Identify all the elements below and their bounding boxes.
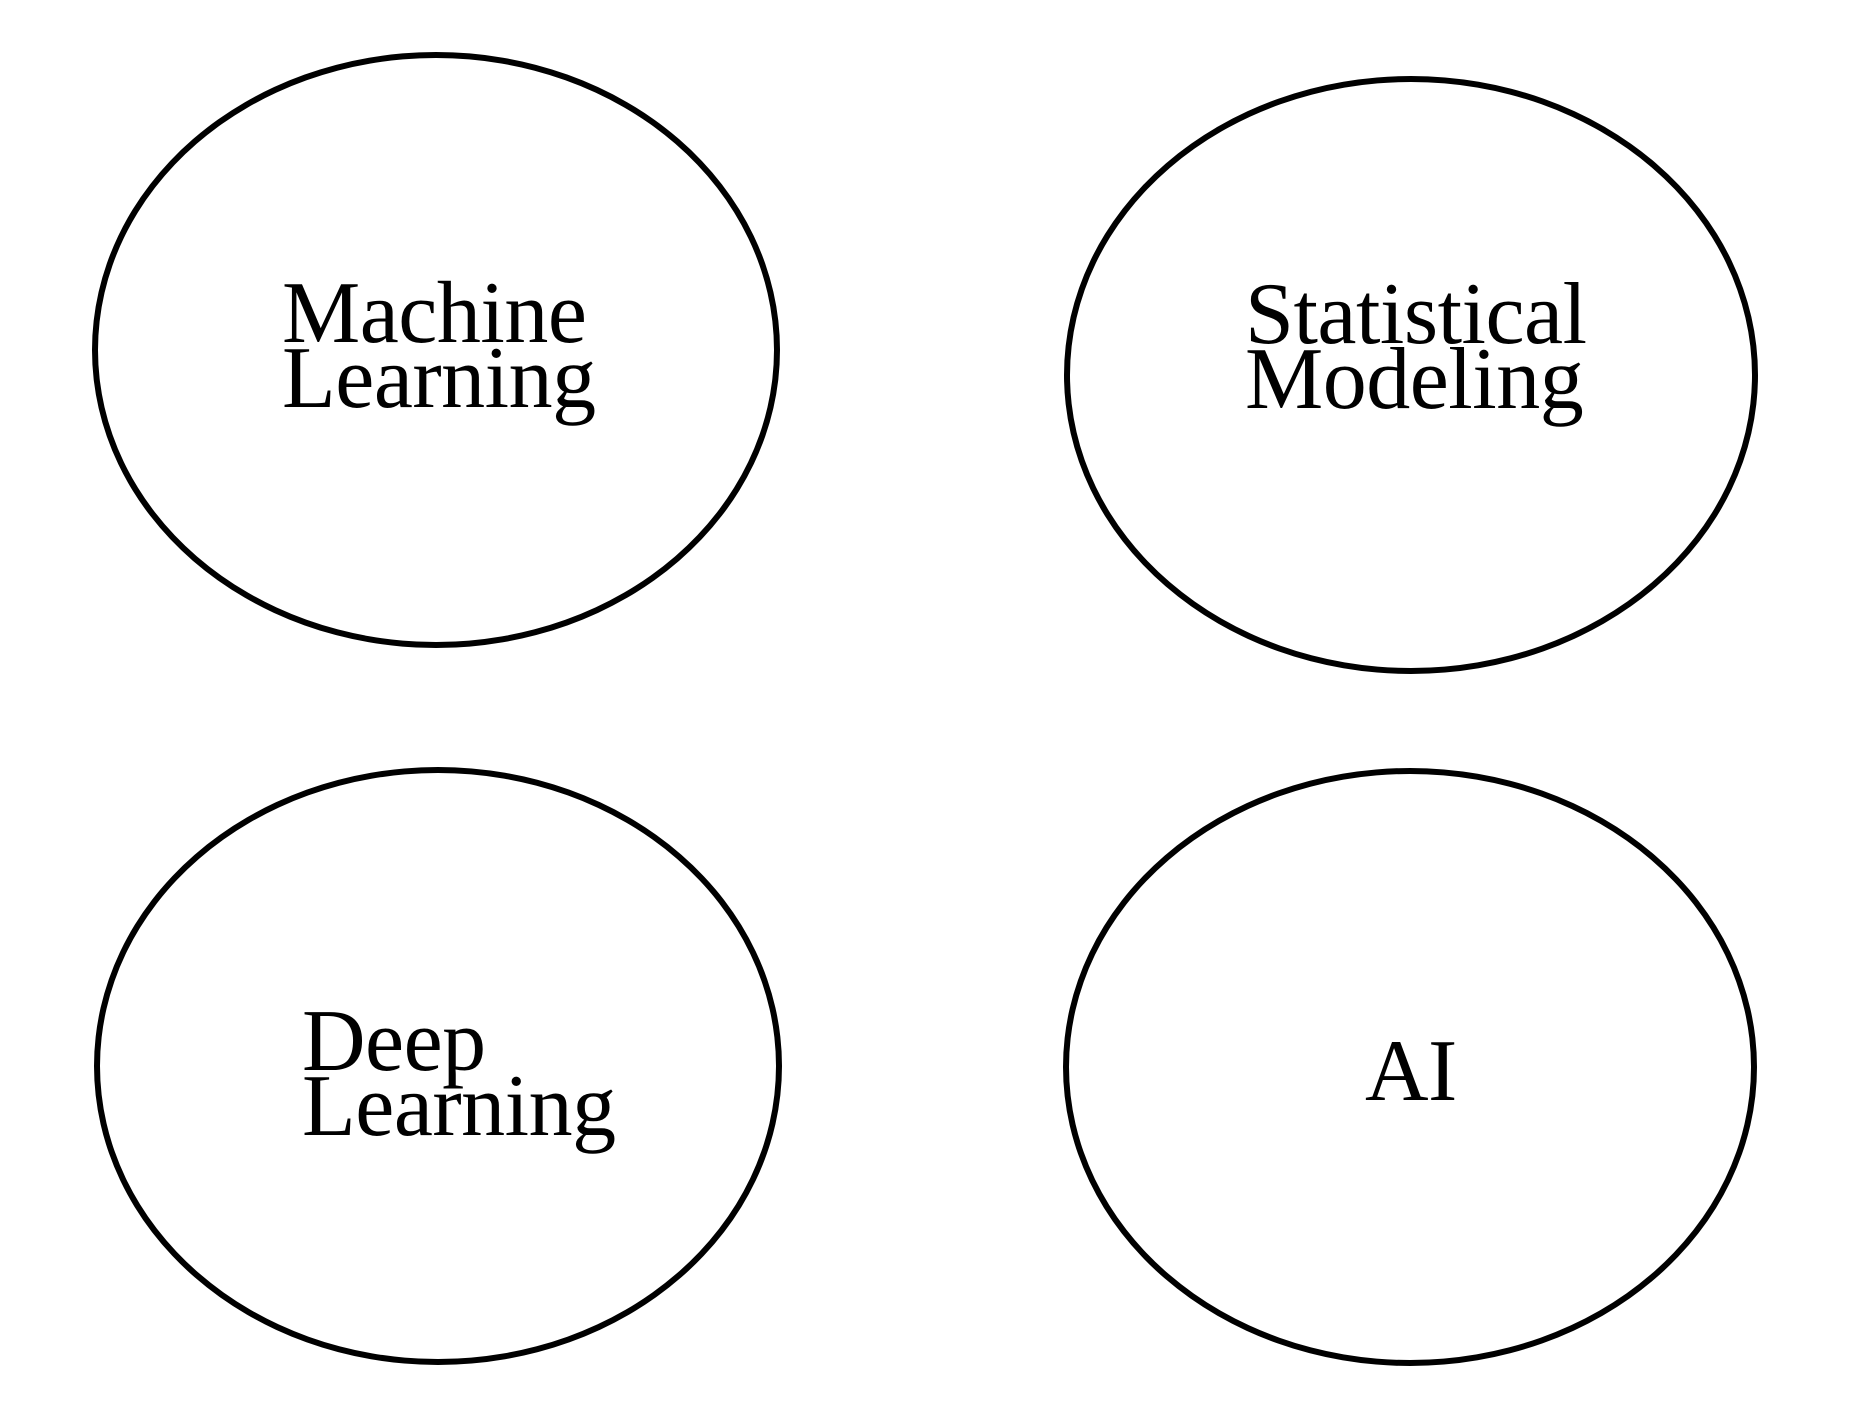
ai-label: AI (1365, 1023, 1457, 1120)
machine-learning-circle (92, 52, 780, 648)
machine-learning-label-line1: Machine (282, 265, 587, 362)
deep-learning-circle (94, 767, 782, 1365)
statistical-modeling-circle (1064, 76, 1758, 674)
ai-label-line1: AI (1365, 1023, 1457, 1120)
deep-learning-label: Deep Learning (302, 993, 616, 1155)
machine-learning-label: Machine Learning (282, 265, 596, 427)
statistical-modeling-label: Statistical Modeling (1245, 266, 1587, 428)
deep-learning-label-line2: Learning (302, 1058, 616, 1155)
deep-learning-label-line1: Deep (302, 993, 486, 1090)
statistical-modeling-label-line1: Statistical (1245, 266, 1587, 363)
statistical-modeling-label-line2: Modeling (1245, 331, 1584, 428)
ai-circle (1063, 768, 1757, 1366)
machine-learning-label-line2: Learning (282, 330, 596, 427)
